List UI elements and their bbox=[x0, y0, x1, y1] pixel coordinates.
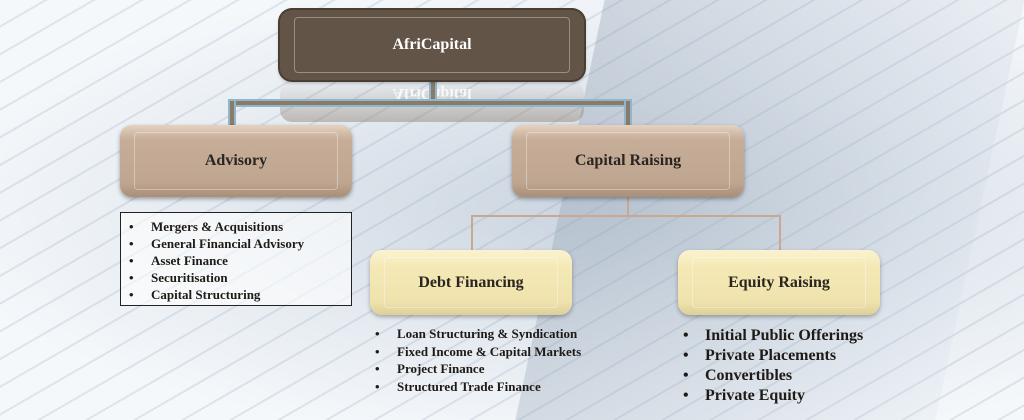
advisory-services-list: Mergers & Acquisitions General Financial… bbox=[120, 212, 352, 306]
connector bbox=[471, 215, 473, 251]
debt-financing-node: Debt Financing bbox=[370, 250, 572, 315]
list-item: Loan Structuring & Syndication bbox=[375, 325, 581, 343]
connector bbox=[230, 101, 234, 125]
connector bbox=[626, 101, 630, 125]
connector bbox=[230, 101, 630, 105]
advisory-label: Advisory bbox=[204, 152, 268, 169]
list-item: Convertibles bbox=[683, 366, 863, 386]
capital-raising-label: Capital Raising bbox=[574, 152, 682, 169]
root-label: AfriCapital bbox=[392, 36, 472, 53]
equity-raising-node: Equity Raising bbox=[678, 250, 880, 315]
list-item: Initial Public Offerings bbox=[683, 326, 863, 346]
list-item: Private Equity bbox=[683, 386, 863, 406]
connector bbox=[471, 215, 781, 217]
list-item: Private Placements bbox=[683, 346, 863, 366]
list-item: Securitisation bbox=[129, 269, 343, 286]
list-item: Fixed Income & Capital Markets bbox=[375, 343, 581, 361]
connector bbox=[431, 80, 435, 104]
capital-raising-node: Capital Raising bbox=[512, 125, 744, 197]
list-item: Structured Trade Finance bbox=[375, 378, 581, 396]
equity-raising-label: Equity Raising bbox=[728, 273, 830, 291]
list-item: General Financial Advisory bbox=[129, 235, 343, 252]
root-node: AfriCapital bbox=[280, 10, 584, 80]
debt-services-list: Loan Structuring & Syndication Fixed Inc… bbox=[375, 325, 581, 395]
list-item: Asset Finance bbox=[129, 252, 343, 269]
connector bbox=[779, 215, 781, 251]
advisory-node: Advisory bbox=[120, 125, 352, 197]
list-item: Project Finance bbox=[375, 360, 581, 378]
equity-services-list: Initial Public Offerings Private Placeme… bbox=[683, 326, 863, 406]
debt-financing-label: Debt Financing bbox=[418, 273, 524, 291]
connector bbox=[627, 197, 629, 216]
list-item: Mergers & Acquisitions bbox=[129, 218, 343, 235]
list-item: Capital Structuring bbox=[129, 286, 343, 303]
